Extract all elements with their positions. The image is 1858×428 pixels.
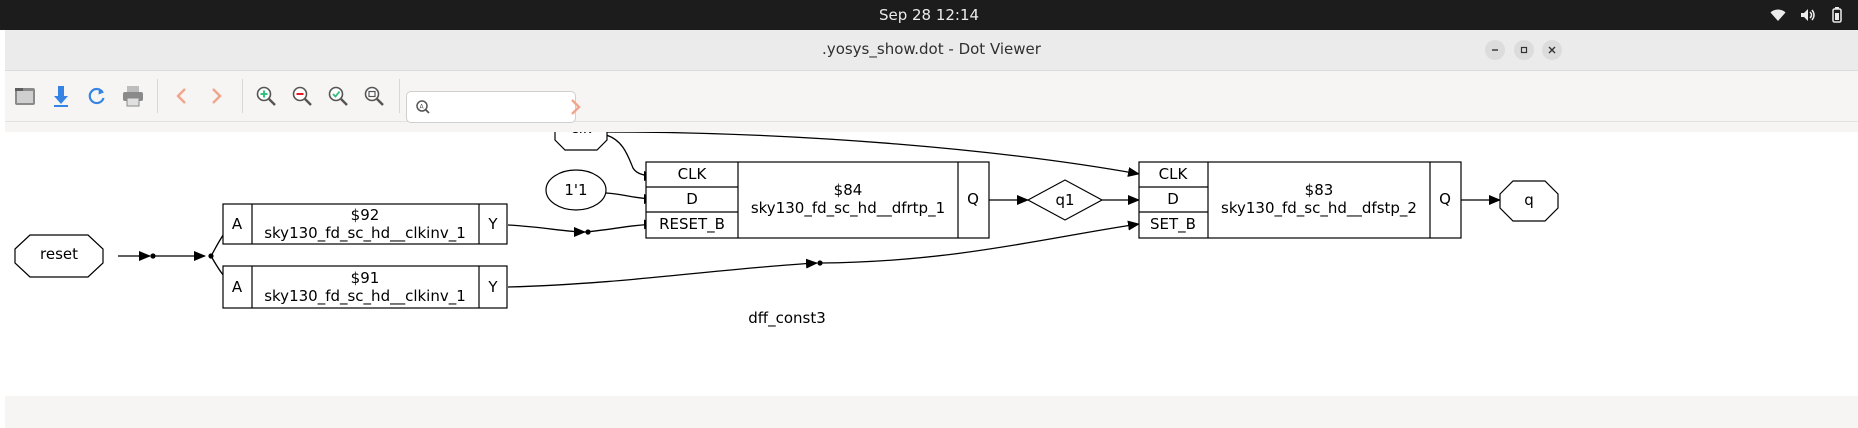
port-clk-label: clk [570, 132, 591, 137]
const-label: 1'1 [564, 181, 587, 199]
net-q1-label: q1 [1055, 191, 1074, 209]
zoom-in-button[interactable] [252, 82, 280, 110]
cell-84[interactable]: CLK D RESET_B $84 sky130_fd_sc_hd__dfrtp… [645, 161, 990, 239]
save-button[interactable] [47, 82, 75, 110]
zoom-in-icon [256, 86, 276, 106]
forward-button[interactable] [203, 82, 231, 110]
minimize-button[interactable] [1485, 40, 1505, 60]
close-button[interactable] [1542, 40, 1562, 60]
zoom-out-button[interactable] [288, 82, 316, 110]
battery-icon[interactable] [1830, 7, 1844, 27]
graph-label: dff_const3 [748, 309, 826, 328]
minimize-icon [1492, 49, 1498, 51]
print-button[interactable] [119, 82, 147, 110]
find-icon: A [415, 99, 431, 119]
zoom-fit-button[interactable] [324, 82, 352, 110]
cell-92-id: $92 [351, 206, 380, 224]
toolbar [5, 71, 1858, 122]
cell-83[interactable]: CLK D SET_B $83 sky130_fd_sc_hd__dfstp_2… [1138, 161, 1462, 239]
cell-91-type: sky130_fd_sc_hd__clkinv_1 [264, 287, 466, 306]
back-button[interactable] [167, 82, 195, 110]
wire-junction [817, 260, 823, 266]
cell-83-type: sky130_fd_sc_hd__dfstp_2 [1221, 199, 1417, 218]
port-q[interactable]: q [1499, 180, 1559, 222]
download-icon [54, 86, 68, 107]
wire-junction [208, 253, 214, 259]
port-reset[interactable]: reset [14, 234, 104, 278]
port-q-label: q [1524, 191, 1534, 209]
cell-83-pin-SET_B: SET_B [1150, 215, 1196, 234]
restore-icon [1520, 46, 1528, 54]
cell-84-pin-RESET_B: RESET_B [659, 215, 725, 234]
window-title: .yosys_show.dot - Dot Viewer [822, 40, 1041, 58]
net-q1[interactable]: q1 [1026, 179, 1104, 221]
const-node[interactable]: 1'1 [545, 169, 607, 211]
cell-91-id: $91 [351, 269, 380, 287]
zoom-fit-icon [328, 86, 348, 106]
toolbar-separator [399, 79, 400, 113]
zoom-out-icon [292, 86, 312, 106]
netlist-graph: clk reset 1'1 A $92 sky130_fd_sc_hd__clk… [14, 109, 1559, 328]
cell-83-id: $83 [1305, 181, 1334, 199]
zoom-100-icon [364, 86, 384, 106]
cell-92[interactable]: A $92 sky130_fd_sc_hd__clkinv_1 Y [222, 203, 508, 245]
cell-92-pin-A: A [232, 215, 243, 233]
edge-junction-setb [821, 220, 1140, 264]
cell-91[interactable]: A $91 sky130_fd_sc_hd__clkinv_1 Y [222, 265, 508, 309]
open-button[interactable] [11, 82, 39, 110]
cell-92-pin-Y: Y [487, 215, 498, 233]
find-next-icon [571, 99, 581, 115]
edge-clk-83 [605, 131, 1140, 177]
cell-83-pin-D: D [1167, 190, 1179, 208]
edge-junction-resetb [584, 219, 656, 233]
system-clock[interactable]: Sep 28 12:14 [878, 6, 980, 24]
edge-92Y-junction [507, 224, 586, 237]
wifi-icon[interactable] [1770, 7, 1786, 27]
reload-button[interactable] [83, 82, 111, 110]
toolbar-separator [242, 79, 243, 113]
print-icon [123, 86, 143, 107]
cell-91-pin-Y: Y [487, 278, 498, 296]
port-clk[interactable]: clk [554, 109, 608, 151]
cell-92-type: sky130_fd_sc_hd__clkinv_1 [264, 224, 466, 243]
system-tray[interactable] [1770, 7, 1844, 27]
port-reset-label: reset [40, 245, 78, 263]
graph-canvas[interactable]: clk reset 1'1 A $92 sky130_fd_sc_hd__clk… [5, 109, 1858, 396]
cell-84-id: $84 [834, 181, 863, 199]
find-next-button[interactable] [562, 93, 590, 121]
cell-84-pin-D: D [686, 190, 698, 208]
cell-91-pin-A: A [232, 278, 243, 296]
svg-text:A: A [420, 104, 425, 111]
volume-icon[interactable] [1800, 7, 1816, 27]
zoom-100-button[interactable] [360, 82, 388, 110]
reload-icon [88, 87, 105, 105]
open-icon [15, 88, 35, 105]
wire-junction [585, 229, 591, 235]
cell-83-pin-Q: Q [1439, 190, 1451, 208]
system-top-bar: Sep 28 12:14 [0, 0, 1858, 30]
cell-83-pin-CLK: CLK [1159, 165, 1189, 183]
close-icon [1548, 46, 1556, 54]
maximize-button[interactable] [1514, 40, 1534, 60]
wire-junction [150, 253, 156, 259]
back-icon [176, 88, 186, 104]
search-input[interactable] [435, 96, 571, 120]
cell-84-pin-CLK: CLK [678, 165, 708, 183]
cell-84-pin-Q: Q [967, 190, 979, 208]
search-field[interactable]: A [406, 91, 576, 123]
cell-84-type: sky130_fd_sc_hd__dfrtp_1 [751, 199, 945, 218]
edge-91Y-junction [507, 258, 818, 288]
title-bar[interactable]: .yosys_show.dot - Dot Viewer [5, 30, 1858, 71]
toolbar-separator [157, 79, 158, 113]
forward-icon [212, 88, 222, 104]
